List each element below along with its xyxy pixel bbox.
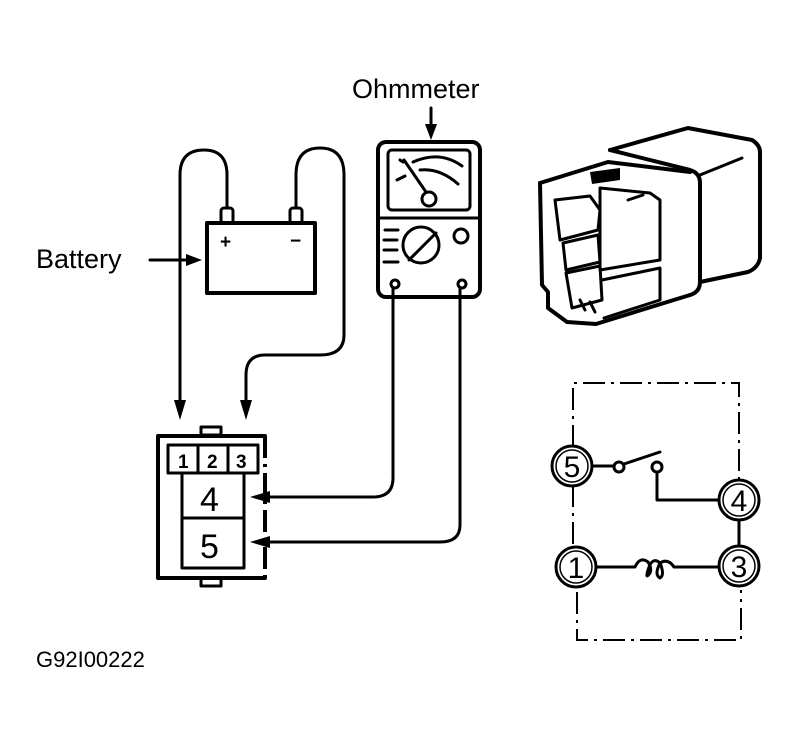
svg-text:4: 4 (731, 485, 748, 518)
battery-positive-symbol: + (220, 232, 231, 253)
ohmmeter-icon (376, 140, 482, 299)
ohmmeter-lead-2 (250, 286, 462, 548)
battery-negative-symbol: − (290, 231, 301, 252)
connector-pin-5: 5 (200, 528, 219, 566)
ohmmeter-lead-1 (250, 286, 395, 503)
relay-schematic: 5 4 1 3 (550, 382, 761, 641)
relay-connector: 1 2 3 4 5 (156, 425, 267, 588)
connector-pin-2: 2 (207, 452, 218, 473)
relay-coil-icon (594, 558, 721, 580)
schematic-terminal-4: 4 (717, 478, 761, 522)
ohmmeter-pointer-arrow (425, 106, 437, 140)
svg-text:5: 5 (564, 451, 581, 484)
svg-text:3: 3 (731, 551, 748, 584)
figure-code: G92I00222 (36, 647, 145, 672)
connector-pin-4: 4 (200, 481, 219, 519)
battery-negative-wire (240, 146, 346, 420)
battery-icon: + − (205, 206, 317, 295)
battery-pointer-arrow (148, 254, 202, 266)
connector-pin-3: 3 (236, 452, 247, 473)
connector-pin-1: 1 (178, 452, 189, 473)
schematic-terminal-3: 3 (717, 544, 761, 588)
ohmmeter-label: Ohmmeter (352, 74, 480, 104)
svg-text:1: 1 (568, 552, 585, 585)
schematic-terminal-5: 5 (550, 444, 594, 488)
relay-illustration (538, 126, 762, 326)
battery-positive-wire (174, 148, 229, 420)
battery-label: Battery (36, 244, 122, 274)
relay-switch-contacts (590, 450, 721, 502)
schematic-terminal-1: 1 (554, 545, 598, 589)
